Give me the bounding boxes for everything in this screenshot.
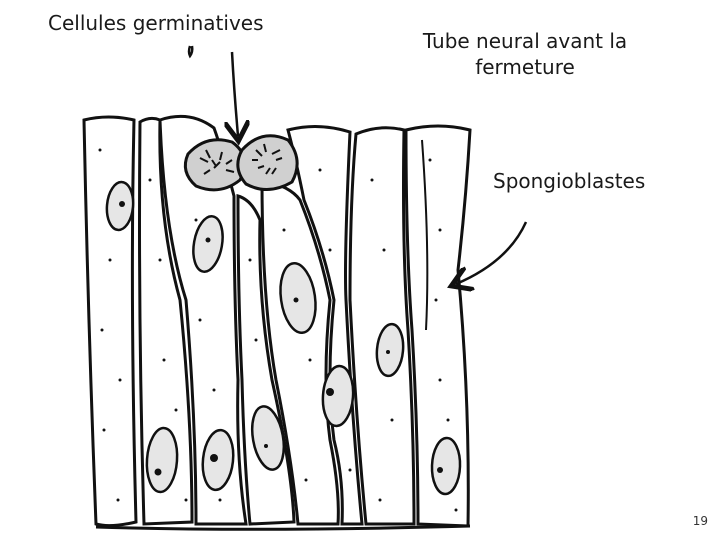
germinal-cells-arrow [232,51,238,136]
nucleus [321,364,355,428]
nucleus [145,426,179,494]
spongioblast-cell [348,126,416,526]
nucleus [250,405,286,471]
page-number: 19 [692,514,708,528]
spongioblast-cell [260,178,340,526]
germinal-cell [236,134,299,191]
cytoplasm-dots [98,148,458,512]
spongioblast-cell [404,124,472,528]
pen-mark [187,45,194,59]
basal-line [95,524,471,531]
germinal-cells [183,134,299,192]
spongioblasts-label: Spongioblastes [493,169,646,193]
germinal-cells-label: Cellules germinatives [48,11,264,35]
nucleus [192,215,224,273]
spongioblasts-arrow [456,221,528,284]
spongioblast-cell [82,115,138,528]
nucleus [430,436,462,496]
spongioblast-cell [286,125,364,526]
nucleus [375,322,405,378]
nucleus [201,428,235,492]
cell-boundary [421,139,429,331]
nuclei [105,180,462,496]
neural-tube-label: Tube neural avant la fermeture [422,29,628,79]
nucleoli [119,201,443,476]
nucleus [279,262,317,334]
